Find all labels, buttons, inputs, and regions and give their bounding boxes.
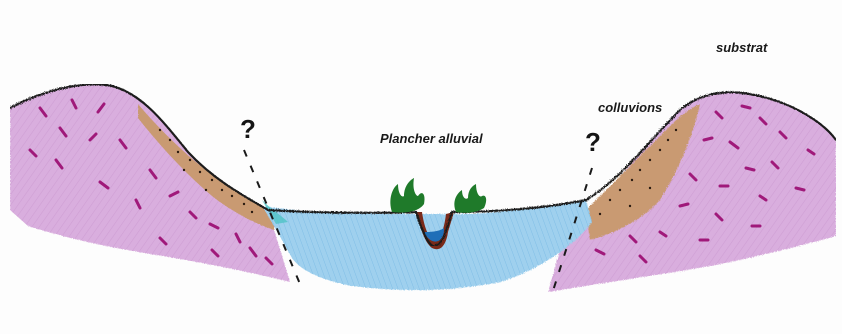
question-mark-right: ? [585,127,601,158]
vegetation-right [454,184,486,213]
vegetation-left [390,178,424,213]
label-colluvions: colluvions [598,100,662,115]
label-substrat: substrat [716,40,767,55]
question-mark-left: ? [240,114,256,145]
label-plancher-alluvial: Plancher alluvial [380,131,483,146]
